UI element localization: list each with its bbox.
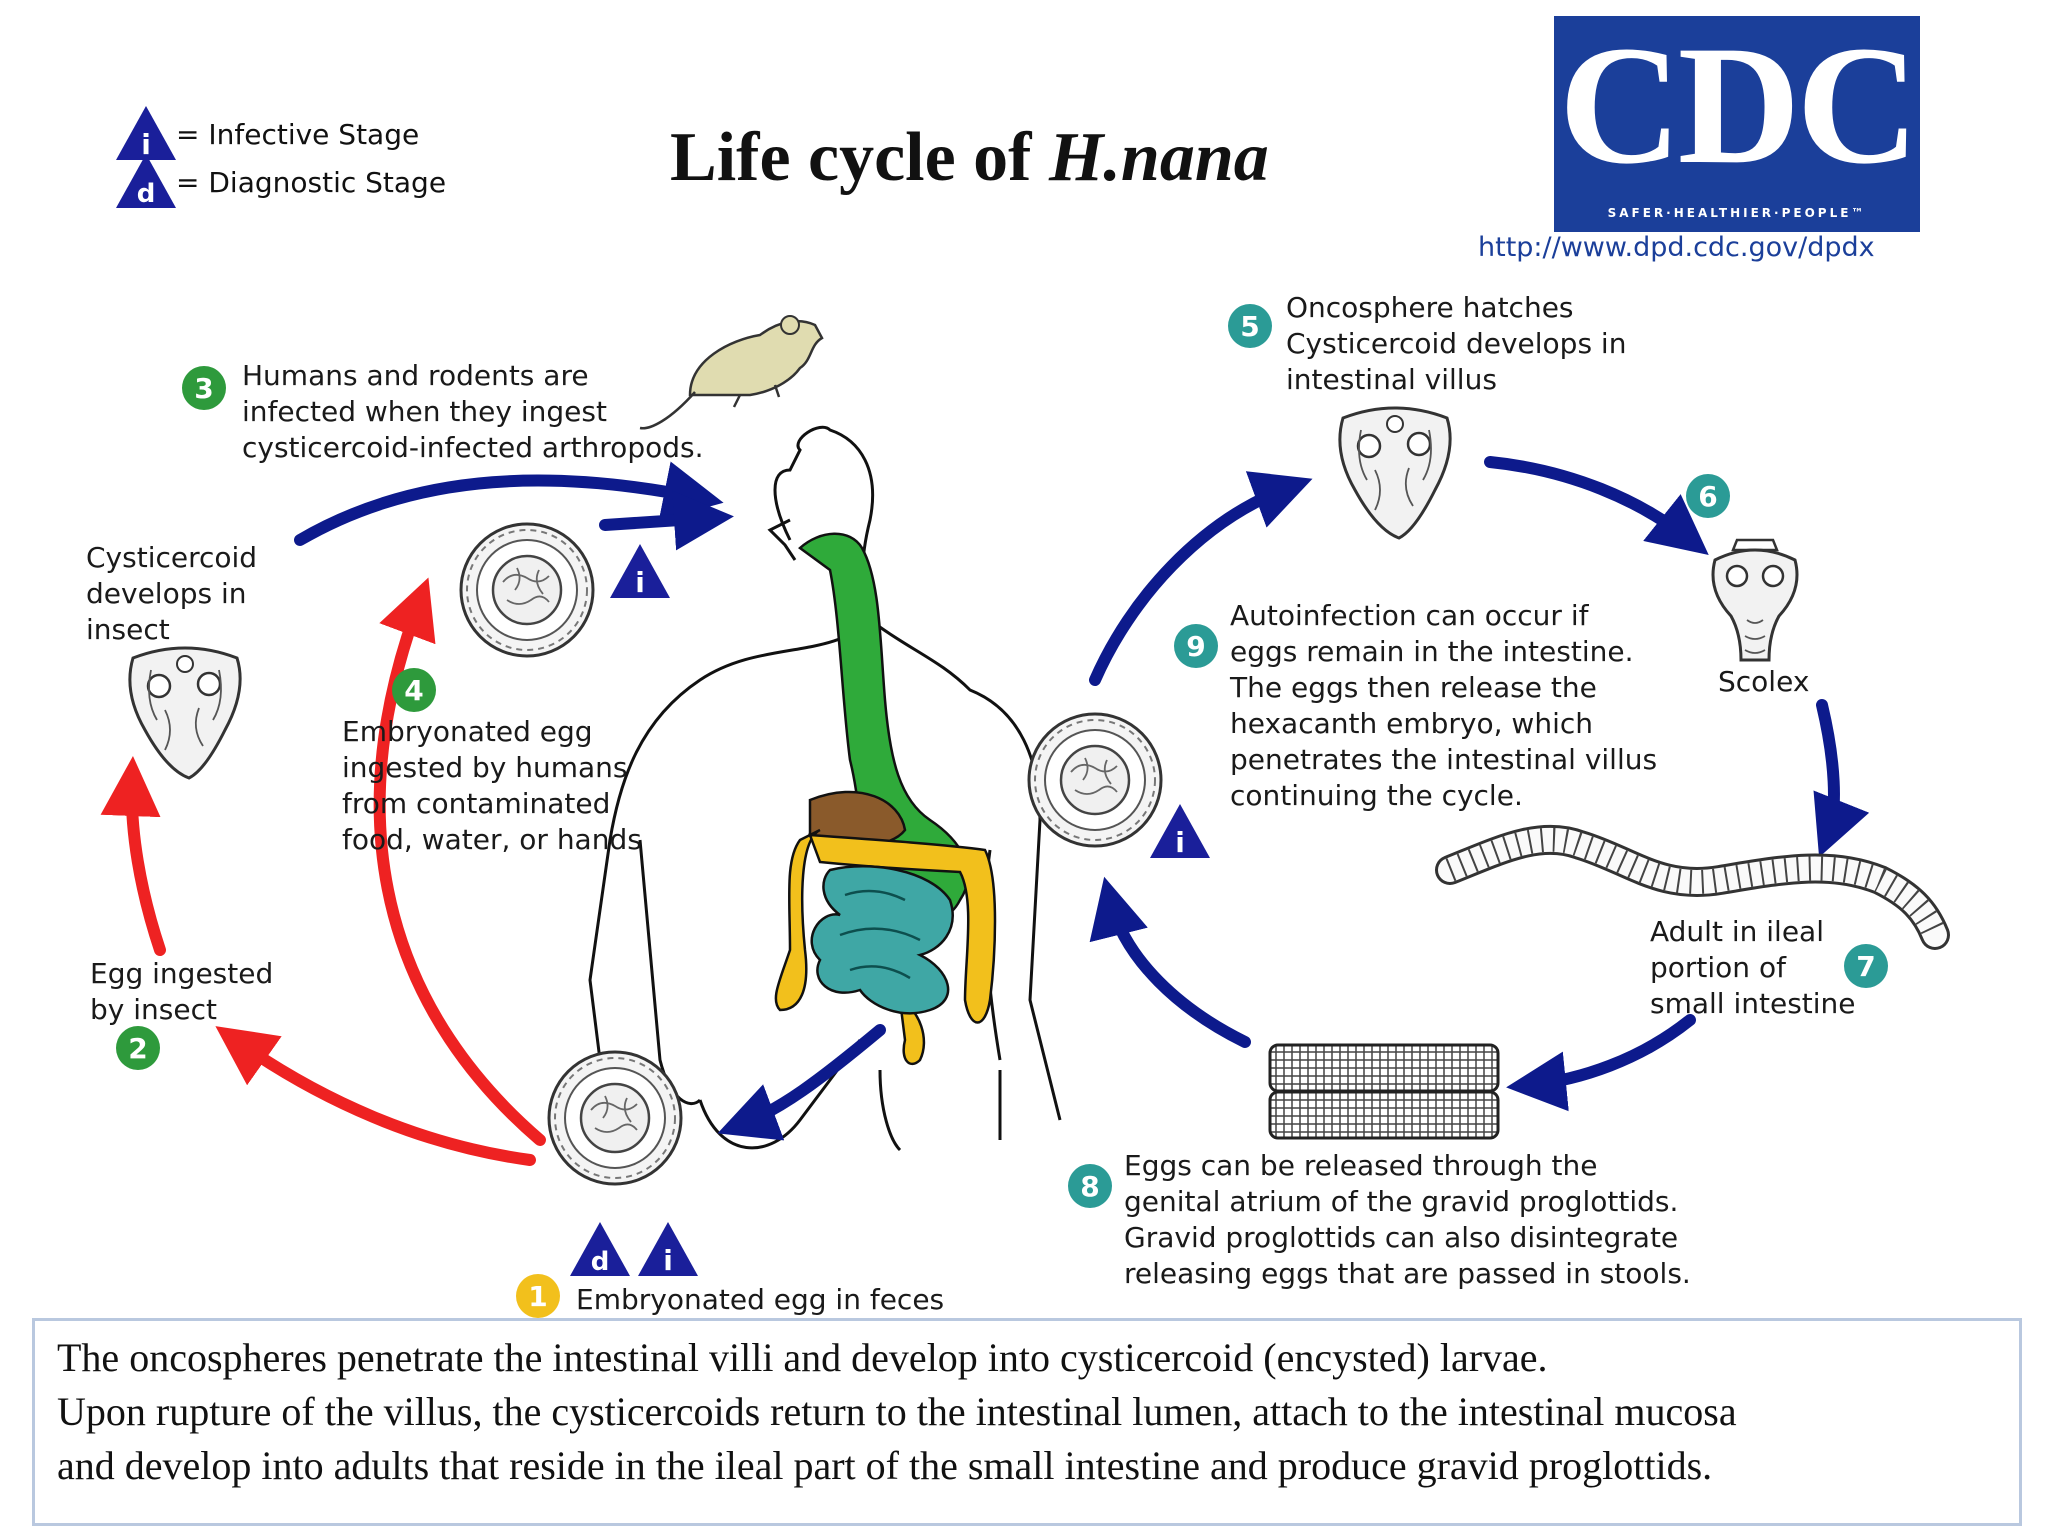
title-prefix: Life cycle of (670, 119, 1049, 196)
caption-box: The oncospheres penetrate the intestinal… (32, 1318, 2022, 1526)
step-badge-number: 1 (528, 1280, 547, 1313)
cdc-tagline: SAFER·HEALTHIER·PEOPLE™ (1607, 206, 1867, 220)
egg-icon (1027, 712, 1163, 848)
infective-stage-icon (638, 1222, 698, 1277)
adult-tapeworm-icon (1435, 824, 1950, 950)
cysticercoid-icon (1338, 406, 1452, 540)
cdc-logo: CDC SAFER·HEALTHIER·PEOPLE™ (1554, 16, 1920, 232)
step-badge-number: 6 (1698, 480, 1717, 513)
step-badge-1: 1 (516, 1274, 560, 1318)
step-9-text: Autoinfection can occur if eggs remain i… (1230, 599, 1658, 812)
step-2-text: Egg ingested by insect (90, 957, 274, 1026)
step-8-text: Eggs can be released through the genital… (1124, 1149, 1691, 1290)
egg-icon (547, 1050, 683, 1186)
source-url[interactable]: http://www.dpd.cdc.gov/dpdx (1478, 232, 1875, 263)
step-badge-number: 3 (194, 372, 213, 405)
step-badge-number: 4 (404, 674, 423, 707)
step-3-text: Humans and rodents are infected when the… (242, 359, 704, 464)
step-badge-9: 9 (1174, 624, 1218, 668)
digestive-tract (774, 532, 997, 1066)
step-badge-number: 9 (1186, 630, 1205, 663)
scolex-icon (1711, 538, 1799, 662)
legend-diagnostic-label: = Diagnostic Stage (176, 166, 447, 199)
scolex-label: Scolex (1718, 665, 1810, 698)
rodent-icon (639, 315, 824, 430)
diagnostic-stage-icon (570, 1222, 630, 1277)
step-badge-4: 4 (392, 668, 436, 712)
step-5-text: Oncosphere hatches Cysticercoid develops… (1286, 291, 1627, 396)
title-species: H.nana (1048, 119, 1269, 196)
step-badge-number: 7 (1856, 950, 1875, 983)
step-badge-number: 2 (128, 1032, 147, 1065)
step-badge-5: 5 (1228, 304, 1272, 348)
legend-infective-label: = Infective Stage (176, 118, 420, 151)
step-4-text: Embryonated egg ingested by humans from … (342, 715, 642, 856)
cysticercoid-icon (128, 646, 242, 780)
legend-diagnostic: = Diagnostic Stage (118, 166, 446, 199)
step-7-text: Adult in ileal portion of small intestin… (1650, 915, 1856, 1020)
step-badge-6: 6 (1686, 474, 1730, 518)
infective-stage-icon (610, 544, 670, 599)
caption-line-3: and develop into adults that reside in t… (57, 1443, 1713, 1488)
page-title: Life cycle of H.nana (670, 118, 1269, 198)
gravid-proglottids-icon (1268, 1043, 1500, 1140)
cysticercoid-insect-label: Cysticercoid develops in insect (86, 541, 258, 646)
infective-stage-icon (1150, 804, 1210, 859)
step-badge-2: 2 (116, 1026, 160, 1070)
step-badge-number: 5 (1240, 310, 1259, 343)
cycle-arrows (100, 456, 1870, 1166)
step-badge-number: 8 (1080, 1170, 1099, 1203)
egg-icon (459, 522, 595, 658)
step-badge-3: 3 (182, 366, 226, 410)
legend-infective: = Infective Stage (118, 118, 419, 151)
step-badge-8: 8 (1068, 1164, 1112, 1208)
caption-line-2: Upon rupture of the villus, the cysticer… (57, 1389, 1737, 1434)
step-1-text: Embryonated egg in feces (576, 1283, 945, 1316)
cdc-logo-letters: CDC (1558, 16, 1919, 199)
step-badge-7: 7 (1844, 944, 1888, 988)
caption-line-1: The oncospheres penetrate the intestinal… (57, 1335, 1548, 1380)
